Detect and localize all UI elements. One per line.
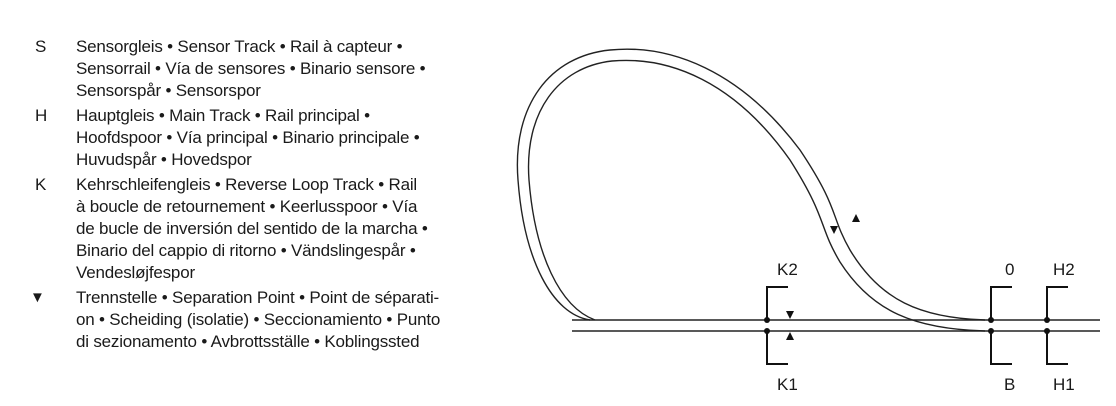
separation-point-loop-down-icon [830, 226, 838, 234]
zero-b-joint-lower [988, 328, 994, 334]
reverse-loop-inner-rail [527, 59, 986, 332]
k-section-joint-lower [764, 328, 770, 334]
h2-section-bracket [1046, 286, 1068, 320]
zero-section-bracket [990, 286, 1012, 320]
legend-key-h: H [35, 106, 48, 125]
legend-item-main-track: H Hauptgleis • Main Track • Rail princip… [30, 105, 510, 171]
label-h2: H2 [1053, 260, 1075, 279]
legend-line: Trennstelle • Separation Point • Point d… [76, 288, 440, 307]
legend-item-separation-point: ▼ Trennstelle • Separation Point • Point… [30, 287, 510, 353]
label-k2: K2 [777, 260, 798, 279]
separation-point-triangle-icon: ▼ [30, 289, 45, 306]
label-k1: K1 [777, 375, 798, 394]
zero-b-joint-upper [988, 317, 994, 323]
legend-item-sensor-track: S Sensorgleis • Sensor Track • Rail à ca… [30, 36, 510, 102]
k-section-joint-upper [764, 317, 770, 323]
legend-key-k: K [35, 175, 47, 194]
legend-line: à boucle de retournement • Keerlusspoor … [76, 197, 418, 216]
legend-line: di sezionamento • Avbrottsställe • Kobli… [76, 332, 420, 351]
separation-point-k-up-icon [786, 332, 794, 340]
label-h1: H1 [1053, 375, 1075, 394]
legend-line: Hoofdspoor • Vía principal • Binario pri… [76, 128, 420, 147]
legend: S Sensorgleis • Sensor Track • Rail à ca… [30, 36, 510, 356]
label-b: B [1004, 375, 1015, 394]
label-zero: 0 [1005, 260, 1014, 279]
legend-item-reverse-loop-track: K Kehrschleifengleis • Reverse Loop Trac… [30, 174, 510, 284]
legend-text-reverse-loop-track: Kehrschleifengleis • Reverse Loop Track … [76, 174, 510, 284]
legend-line: de bucle de inversión del sentido de la … [76, 219, 428, 238]
separation-point-loop-up-icon [852, 214, 860, 222]
separation-point-k-down-icon [786, 311, 794, 319]
legend-text-sensor-track: Sensorgleis • Sensor Track • Rail à capt… [76, 36, 510, 102]
legend-line: Sensorrail • Vía de sensores • Binario s… [76, 59, 426, 78]
legend-line: Binario del cappio di ritorno • Vändslin… [76, 241, 416, 260]
b-section-bracket [990, 331, 1012, 365]
legend-line: Sensorspår • Sensorspor [76, 81, 261, 100]
legend-line: Huvudspår • Hovedspor [76, 150, 252, 169]
legend-text-main-track: Hauptgleis • Main Track • Rail principal… [76, 105, 510, 171]
k2-section-bracket [766, 286, 788, 320]
legend-line: Kehrschleifengleis • Reverse Loop Track … [76, 175, 417, 194]
k1-section-bracket [766, 331, 788, 365]
legend-line: Hauptgleis • Main Track • Rail principal… [76, 106, 370, 125]
h-joint-upper [1044, 317, 1050, 323]
legend-line: on • Scheiding (isolatie) • Seccionamien… [76, 310, 441, 329]
reverse-loop-outer-rail [516, 48, 986, 321]
legend-line: Vendesløjfespor [76, 263, 195, 282]
legend-key-s: S [35, 37, 47, 56]
legend-text-separation-point: Trennstelle • Separation Point • Point d… [76, 287, 510, 353]
legend-line: Sensorgleis • Sensor Track • Rail à capt… [76, 37, 403, 56]
h-joint-lower [1044, 328, 1050, 334]
h1-section-bracket [1046, 331, 1068, 365]
